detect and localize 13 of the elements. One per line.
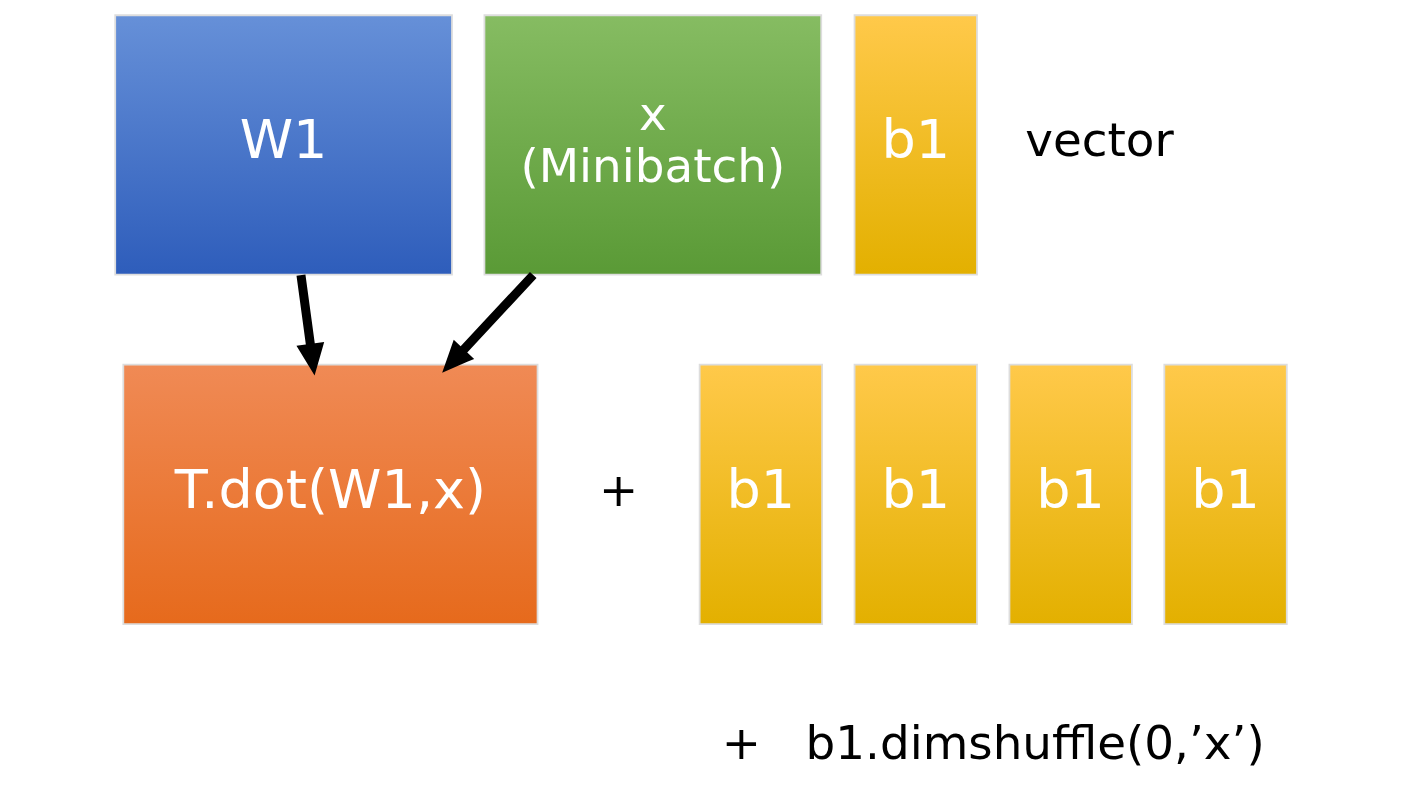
label: + — [598, 462, 639, 517]
node-box: b1 — [1008, 363, 1133, 625]
node-box: b1 — [853, 14, 978, 276]
node-box: T.dot(W1,x) — [122, 363, 539, 625]
label: + b1.dimshuffle(0,’x’) — [721, 715, 1265, 770]
node-box: x (Minibatch) — [483, 14, 823, 276]
arrow — [442, 271, 537, 373]
node-box: b1 — [853, 363, 978, 625]
node-box: b1 — [1163, 363, 1288, 625]
node-box: W1 — [114, 14, 453, 276]
node-box: b1 — [698, 363, 823, 625]
arrow — [296, 274, 325, 376]
node-label: vector — [1025, 113, 1174, 168]
